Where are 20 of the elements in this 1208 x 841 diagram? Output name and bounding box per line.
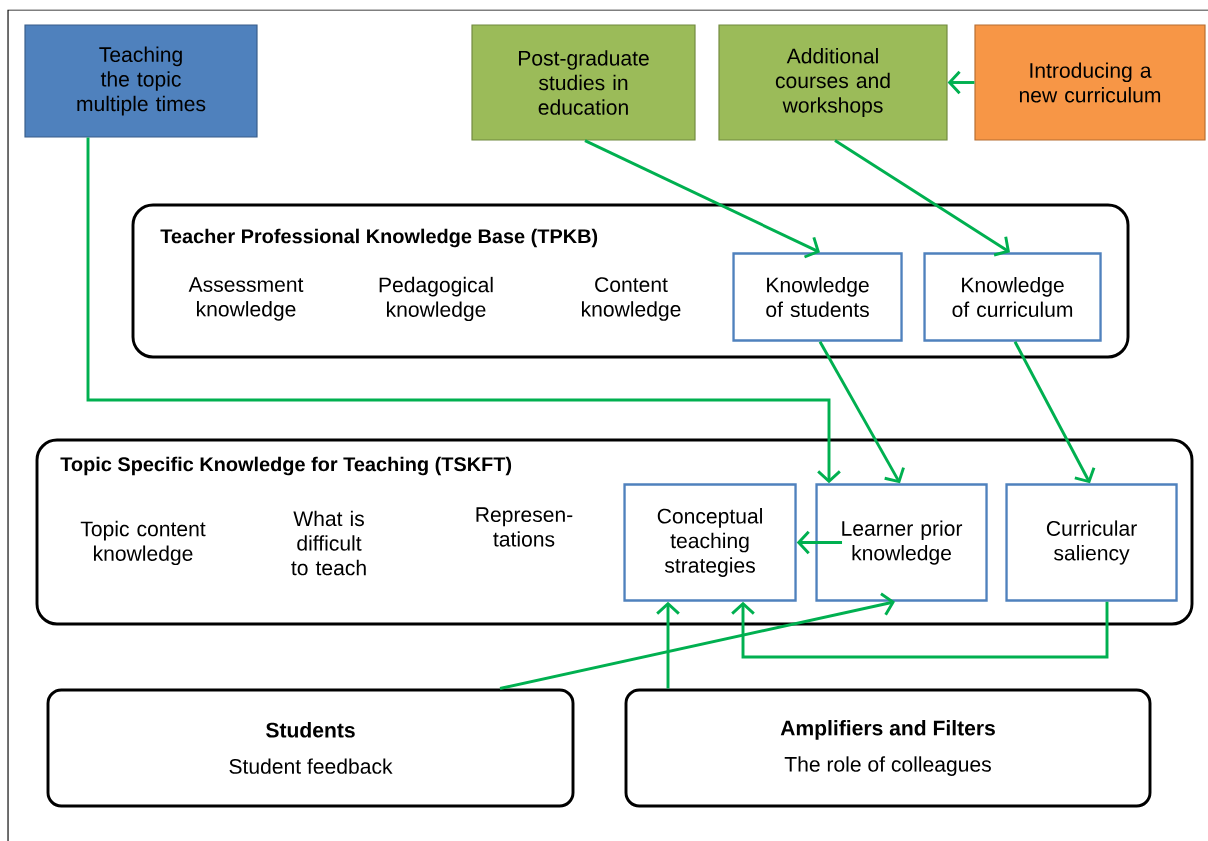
component-box: Conceptual teaching strategies [623,483,797,602]
arrow [86,137,841,484]
arrow [584,139,820,259]
arrow [1013,341,1096,484]
arrow [796,530,843,555]
source-box: Students Student feedback [46,688,575,808]
component-box: Learner prior knowledge [815,483,988,602]
input-box: Additional courses and workshops [718,24,948,141]
source-box: Amplifiers and Filters The role of colleagues [624,688,1152,808]
component-box: Curricular saliency [1005,483,1178,602]
arrow [499,592,895,690]
arrow [834,139,1010,257]
arrow [947,70,975,95]
input-box: Post-graduate studies in education [471,24,696,141]
input-box: Introducing a new curriculum [974,24,1206,141]
input-box: Teaching the topic multiple times [24,24,258,138]
component-box: Knowledge of students [732,252,903,342]
arrow [656,601,680,689]
component-box: Knowledge of curriculum [923,252,1102,342]
arrow [731,601,1109,659]
